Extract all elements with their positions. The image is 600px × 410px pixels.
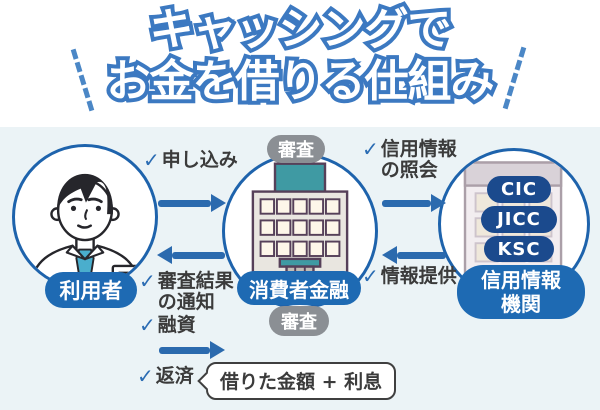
page-title-line1: キャッシングで キャッシングで xyxy=(0,0,600,59)
screening-badge-bottom: 審査 xyxy=(269,306,329,336)
finance-circle xyxy=(222,153,378,309)
agency-label-line2: 機関 xyxy=(501,292,541,316)
flow-label-loan: ✓ 融資 xyxy=(139,313,196,337)
user-illustration xyxy=(29,173,147,287)
arrow-head-left-icon xyxy=(157,246,172,264)
screening-badge-top: 審査 xyxy=(267,135,325,163)
arrow-head-right-icon xyxy=(210,341,225,359)
arrow-head-right-icon xyxy=(431,194,446,212)
page-title-line2: お金を借りる仕組み お金を借りる仕組み xyxy=(0,52,600,111)
flow-label-repayment: ✓ 返済 xyxy=(137,364,194,388)
repayment-note-bubble: 借りた金額 + 利息 xyxy=(197,362,397,400)
bureau-pill-ksc: KSC xyxy=(484,236,554,262)
arrow-screening-result xyxy=(157,246,225,264)
arrow-apply xyxy=(158,194,226,212)
bureau-pill-jicc: JICC xyxy=(481,206,557,233)
title-outline-layer: キャッシングで xyxy=(146,0,456,59)
user-label: 利用者 xyxy=(45,272,137,308)
title-fill-layer: お金を借りる仕組み xyxy=(106,56,495,107)
arrow-credit-inquiry xyxy=(382,194,446,212)
finance-label: 消費者金融 xyxy=(237,271,361,305)
check-icon: ✓ xyxy=(362,264,379,288)
check-icon: ✓ xyxy=(143,148,160,172)
check-icon: ✓ xyxy=(139,269,156,293)
arrow-repayment xyxy=(159,341,225,359)
check-icon: ✓ xyxy=(137,364,154,388)
flow-label-credit-inquiry: ✓ 信用情報 の照会 xyxy=(362,137,457,182)
flow-label-apply: ✓ 申し込み xyxy=(143,148,238,172)
flow-label-screening-result: ✓ 審査結果 の通知 xyxy=(139,269,234,314)
agency-label: 信用情報 機関 xyxy=(457,265,585,319)
title-fill-layer: キャッシングで xyxy=(149,4,452,55)
arrow-head-right-icon xyxy=(211,194,226,212)
agency-label-line1: 信用情報 xyxy=(481,268,561,292)
title-outline-layer: お金を借りる仕組み xyxy=(103,52,499,111)
arrow-info-provision xyxy=(382,246,446,264)
bureau-pill-cic: CIC xyxy=(487,176,551,203)
user-circle xyxy=(12,144,158,290)
page-title: キャッシングで キャッシングで お金を借りる仕組み お金を借りる仕組み xyxy=(0,0,600,111)
arrow-head-left-icon xyxy=(382,246,397,264)
repayment-note-text: 借りた金額 + 利息 xyxy=(220,371,383,393)
flow-label-info-provision: ✓ 情報提供 xyxy=(362,264,457,288)
check-icon: ✓ xyxy=(139,313,156,337)
check-icon: ✓ xyxy=(362,137,379,161)
